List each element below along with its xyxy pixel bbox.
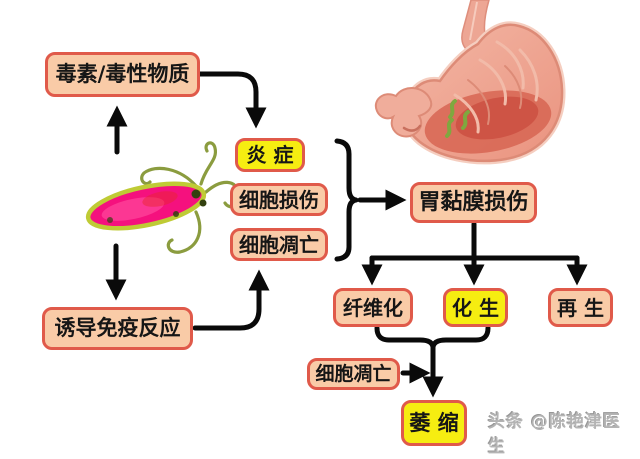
node-regeneration: 再 生 [548, 288, 613, 327]
node-toxin: 毒素/毒性物质 [45, 52, 200, 97]
arrow-immune-to-apoptosis [192, 269, 270, 331]
duodenum-fold [402, 124, 422, 132]
node-cell-damage: 细胞损伤 [230, 183, 328, 216]
duodenum-shape [374, 87, 433, 138]
watermark-text: 头条 @陈艳津医生 [488, 412, 621, 457]
connector-mucosa-split [369, 221, 580, 261]
node-immune-response: 诱导免疫反应 [42, 307, 193, 350]
node-fibrosis: 纤维化 [333, 288, 413, 327]
green-bacteria-marks [445, 99, 470, 138]
stomach-inner-detail [424, 40, 552, 154]
node-metaplasia: 化 生 [443, 288, 508, 327]
stomach-illustration [374, 0, 566, 165]
arrow-toxin-to-inflammation [197, 71, 267, 129]
node-mucosa-damage: 胃黏膜损伤 [410, 182, 537, 223]
brace-inflammation-group [334, 138, 359, 262]
node-atrophy: 萎 缩 [401, 400, 467, 446]
node-inflammation: 炎 症 [235, 138, 305, 172]
flagella [140, 141, 241, 254]
node-apoptosis-mid: 细胞凋亡 [230, 228, 328, 261]
esophagus-highlight [469, 1, 478, 41]
node-apoptosis-bottom: 细胞凋亡 [307, 358, 400, 390]
h-pylori-bacteria-illustration [85, 141, 241, 254]
